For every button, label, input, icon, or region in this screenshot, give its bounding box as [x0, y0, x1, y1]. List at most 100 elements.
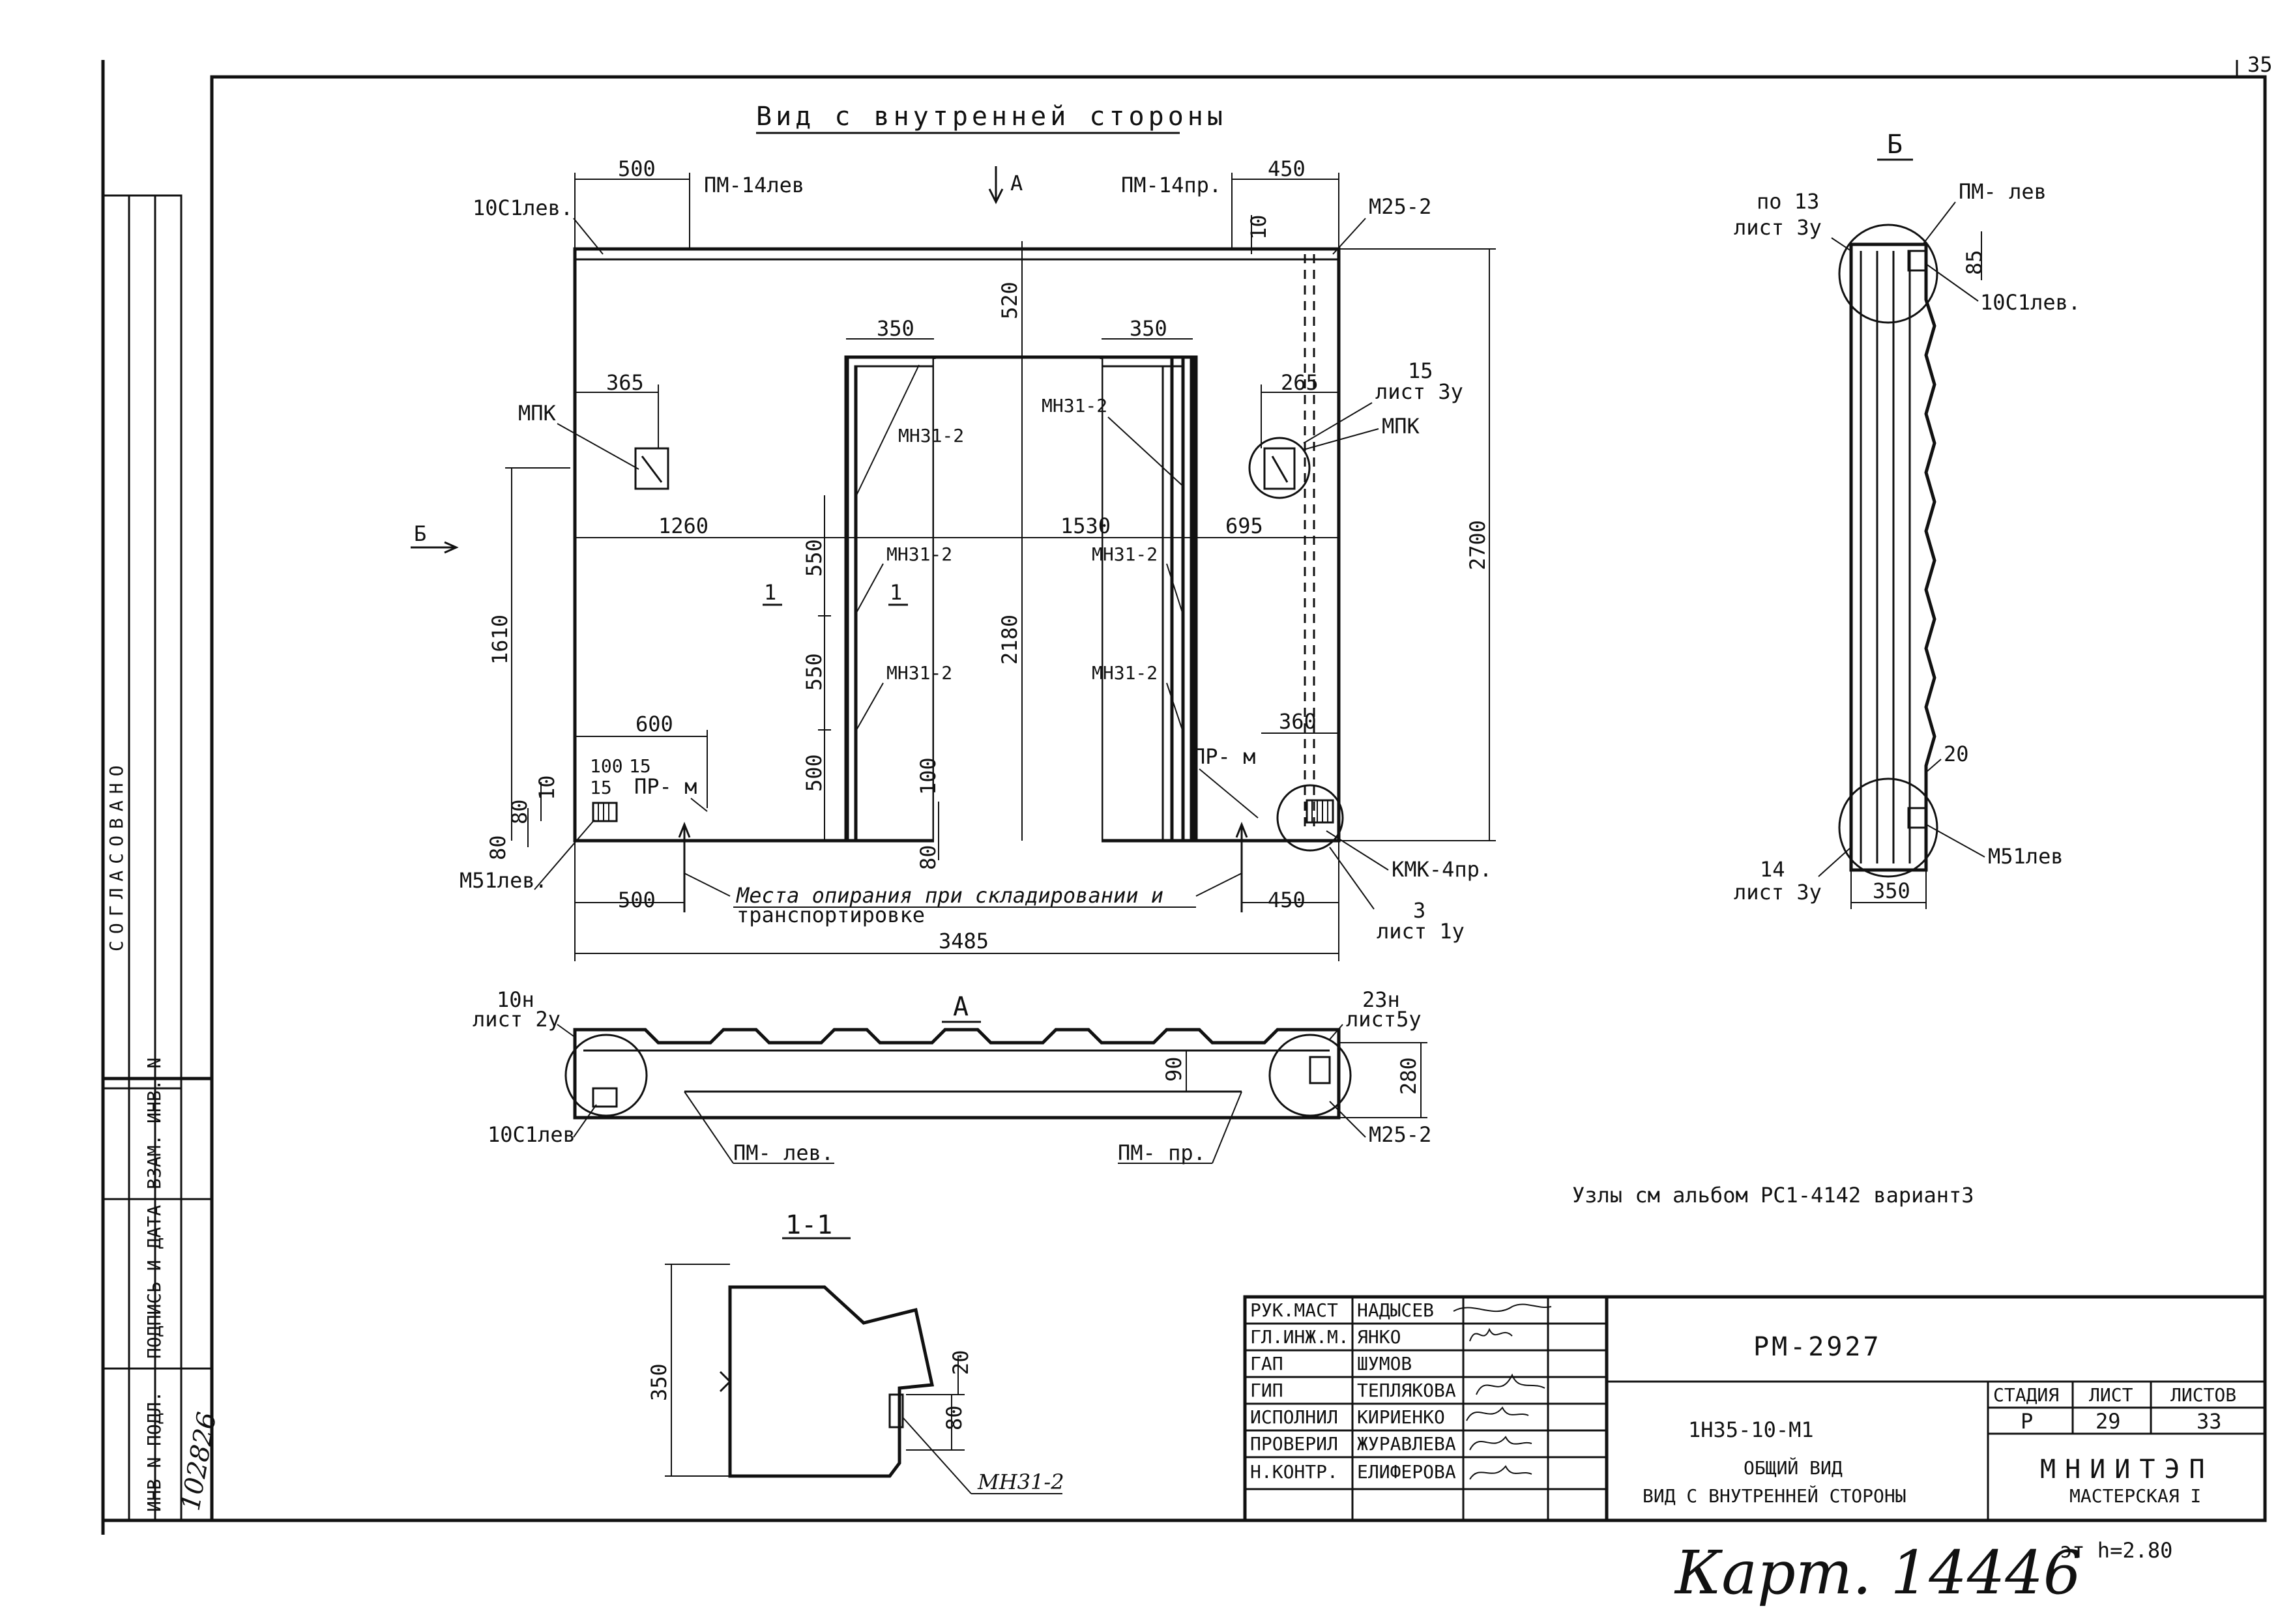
section-mn31: МН31-2 — [977, 1470, 1064, 1494]
side-view: Б по 13 лист 3у ПМ- лев 85 10С1лев. 20 1… — [1734, 130, 2081, 909]
plan-pm-left: ПМ- лев. — [733, 1140, 834, 1165]
plan-right-ref-1: 23н — [1362, 987, 1400, 1012]
dim-v-80a: 80 — [916, 845, 941, 870]
dim-small-100: 100 — [590, 755, 623, 777]
label-mn31-e: МН31-2 — [886, 662, 952, 684]
dim-bottom-600: 600 — [635, 712, 673, 736]
sign-date-label: ПОДПИСЬ И ДАТА — [143, 1205, 165, 1359]
section-mark-a: 1 — [764, 580, 776, 605]
tb-role-0: РУК.МАСТ — [1250, 1299, 1338, 1321]
node15-num: 15 — [1408, 358, 1433, 383]
dim-v-80c: 80 — [486, 835, 510, 860]
dim-mpk-left: 365 — [606, 370, 644, 395]
dim-bottom-500: 500 — [618, 888, 656, 912]
dim-bottom-450: 450 — [1268, 888, 1306, 912]
tb-project: 1Н35-10-М1 — [1688, 1417, 1814, 1442]
tb-sheets: 33 — [2197, 1409, 2222, 1434]
label-m25: М25-2 — [1369, 194, 1431, 219]
tb-role-2: ГАП — [1250, 1353, 1283, 1374]
label-m51-left: М51лев. — [460, 868, 548, 893]
tb-sheets-hdr: ЛИСТОВ — [2170, 1384, 2236, 1406]
dim-top-right: 450 — [1268, 156, 1306, 181]
tb-drawing-code: РМ-2927 — [1753, 1332, 1882, 1362]
plan-right-ref-2: лист5у — [1346, 1007, 1422, 1032]
dim-bottom-360: 360 — [1279, 709, 1317, 734]
nodes-note: Узлы см альбом РС1-4142 вариант3 — [1572, 1183, 1974, 1208]
side-bot-ref-1: 14 — [1760, 857, 1785, 882]
tb-workshop: МАСТЕРСКАЯ I — [2069, 1485, 2201, 1507]
side-top-ref-2: лист 3у — [1734, 215, 1822, 240]
plan-left-ref-1: 10н — [497, 987, 534, 1012]
title-block: РУК.МАСТ НАДЫСЕВ ГЛ.ИНЖ.М. ЯНКО ГАП ШУМО… — [1243, 1295, 2267, 1522]
tb-role-4: ИСПОЛНИЛ — [1250, 1406, 1338, 1428]
side-dim-350: 350 — [1873, 878, 1910, 903]
label-mn31-a: МН31-2 — [898, 425, 964, 446]
dim-top-520: 520 — [997, 282, 1022, 319]
dim-v-550b: 550 — [802, 653, 826, 691]
plan-left-ref-2: лист 2у — [473, 1007, 561, 1032]
dim-v-550a: 550 — [802, 539, 826, 577]
dim-top-left: 500 — [618, 156, 656, 181]
section-arrow-b: Б — [414, 521, 426, 546]
tb-role-1: ГЛ.ИНЖ.М. — [1250, 1326, 1349, 1348]
view-title-group: Вид с внутренней стороны — [756, 102, 1223, 134]
label-mn31-b: МН31-2 — [1042, 395, 1107, 416]
tb-role-5: ПРОВЕРИЛ — [1250, 1433, 1338, 1455]
section-dim-80: 80 — [942, 1405, 967, 1430]
dim-mpk-right: 265 — [1281, 370, 1319, 395]
plan-m25: М25-2 — [1369, 1122, 1431, 1147]
tb-name-5: ЖУРАВЛЕВА — [1357, 1433, 1456, 1455]
tb-sheet: 29 — [2096, 1409, 2121, 1434]
dim-top-10: 10 — [1246, 214, 1271, 240]
section-dim-350: 350 — [647, 1363, 671, 1401]
side-dim-20: 20 — [1944, 742, 1969, 766]
label-mn31-c: МН31-2 — [886, 544, 952, 565]
agreed-label: СОГЛАСОВАНО — [106, 759, 127, 951]
tb-name-1: ЯНКО — [1357, 1326, 1401, 1348]
label-mn31-d: МН31-2 — [1092, 544, 1158, 565]
section-dim-20: 20 — [948, 1350, 973, 1375]
section-view-title: 1-1 — [785, 1210, 832, 1240]
dim-small-15a: 15 — [629, 755, 651, 777]
dim-v-1610: 1610 — [488, 615, 512, 665]
side-top-ref-1: по 13 — [1757, 189, 1819, 214]
plan-c10: 10С1лев — [488, 1122, 576, 1147]
inv-podl-label: ИНВ N ПОДЛ. — [143, 1391, 165, 1512]
side-bot-ref-2: лист 3у — [1734, 880, 1822, 905]
section-arrow-a: А — [1010, 171, 1023, 196]
tb-name-3: ТЕПЛЯКОВА — [1357, 1380, 1456, 1401]
plan-dim-90: 90 — [1161, 1056, 1186, 1082]
dim-right-window-w: 350 — [1130, 316, 1167, 341]
tb-name-4: КИРИЕНКО — [1357, 1406, 1445, 1428]
label-mn31-f: МН31-2 — [1092, 662, 1158, 684]
dim-left-window-w: 350 — [877, 316, 914, 341]
label-c10-left: 10С1лев. — [473, 196, 573, 220]
tb-sheet-hdr: ЛИСТ — [2089, 1384, 2133, 1406]
inv-handwritten: 102826 — [176, 1410, 223, 1513]
dim-row-1260: 1260 — [658, 514, 708, 538]
plan-view-title: А — [953, 992, 969, 1022]
side-c10: 10С1лев. — [1980, 290, 2081, 315]
label-pm14-left: ПМ-14лев — [704, 173, 804, 197]
dim-v-100: 100 — [916, 757, 941, 795]
tb-name-2: ШУМОВ — [1357, 1353, 1412, 1374]
side-m51: М51лев — [1988, 844, 2064, 869]
support-note-1: Места опирания при складировании и — [736, 883, 1163, 908]
tb-role-6: Н.КОНТР. — [1250, 1461, 1338, 1483]
dim-v-2700: 2700 — [1465, 520, 1490, 570]
section-mark-b: 1 — [890, 580, 902, 605]
dim-small-15b: 15 — [590, 777, 612, 798]
tb-role-3: ГИП — [1250, 1380, 1283, 1401]
label-kmk: КМК-4пр. — [1392, 857, 1492, 882]
label-pr-left: ПР- м — [634, 774, 697, 799]
dim-row-695: 695 — [1225, 514, 1263, 538]
node15-sheet: лист 3у — [1375, 379, 1463, 404]
inv-zam-label: ВЗАМ. ИНВ. N — [143, 1058, 165, 1189]
label-pm14-right: ПМ-14пр. — [1121, 173, 1221, 197]
plan-dim-280: 280 — [1396, 1057, 1421, 1095]
dim-v-2180: 2180 — [997, 615, 1022, 665]
tb-signatures — [1453, 1303, 1552, 1480]
section-view: 1-1 350 20 80 МН31-2 — [647, 1210, 1064, 1494]
side-dim-85: 85 — [1962, 250, 1987, 275]
